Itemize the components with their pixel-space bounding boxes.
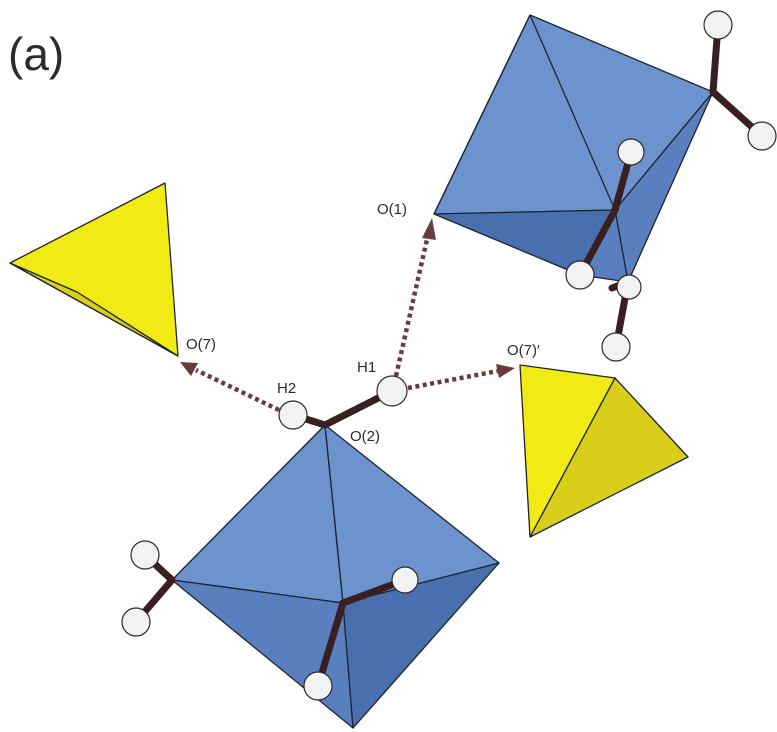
- arrowhead-o7: [180, 362, 198, 376]
- hydrogen-atom: [303, 671, 333, 701]
- hydrogen-atom: [703, 10, 733, 40]
- hydrogen-bonds: [180, 218, 515, 413]
- hydrogen-bond-h1-o7prime: [407, 368, 499, 391]
- hydrogen-atom: [601, 332, 631, 362]
- panel-label: (a): [8, 28, 64, 80]
- hydrogen-atom-h1: [376, 375, 408, 407]
- right-tetrahedron: [519, 364, 689, 538]
- lower-octahedron-hydrogens: [121, 540, 419, 701]
- label-o7prime: O(7)′: [507, 342, 540, 359]
- lower-octahedron: [171, 424, 500, 729]
- hydrogen-atom: [747, 121, 777, 151]
- label-o1: O(1): [377, 201, 407, 218]
- lower-octahedron-face-bottom-right: [342, 562, 500, 729]
- hydrogen-atom: [565, 260, 595, 290]
- label-h2: H2: [277, 380, 296, 397]
- hydrogen-bond-h2-o7: [195, 367, 280, 413]
- label-o7: O(7): [186, 336, 216, 353]
- hydrogen-atom: [121, 607, 151, 637]
- lower-octahedron-face-left: [171, 424, 344, 604]
- arrowhead-o7prime: [496, 364, 515, 378]
- upper-octahedron: [433, 14, 714, 283]
- hydrogen-atom: [391, 566, 419, 594]
- hydrogen-bond-h1-o1: [393, 234, 431, 377]
- left-tetrahedron-face-front: [9, 182, 179, 357]
- left-tetrahedron: [9, 182, 179, 357]
- hydrogen-atom-h2: [278, 400, 308, 430]
- left-tetrahedron-face-bottom: [9, 262, 179, 357]
- upper-octahedron-hydrogens: [565, 10, 777, 362]
- hydrogen-atom: [616, 274, 642, 300]
- hydrogen-atom: [130, 540, 160, 570]
- arrowhead-o1: [422, 218, 436, 240]
- label-o2: O(2): [350, 428, 380, 445]
- hydrogen-atom: [617, 138, 645, 166]
- right-tetrahedron-face-right: [529, 377, 689, 538]
- water-molecule: [289, 387, 396, 429]
- label-h1: H1: [357, 359, 376, 376]
